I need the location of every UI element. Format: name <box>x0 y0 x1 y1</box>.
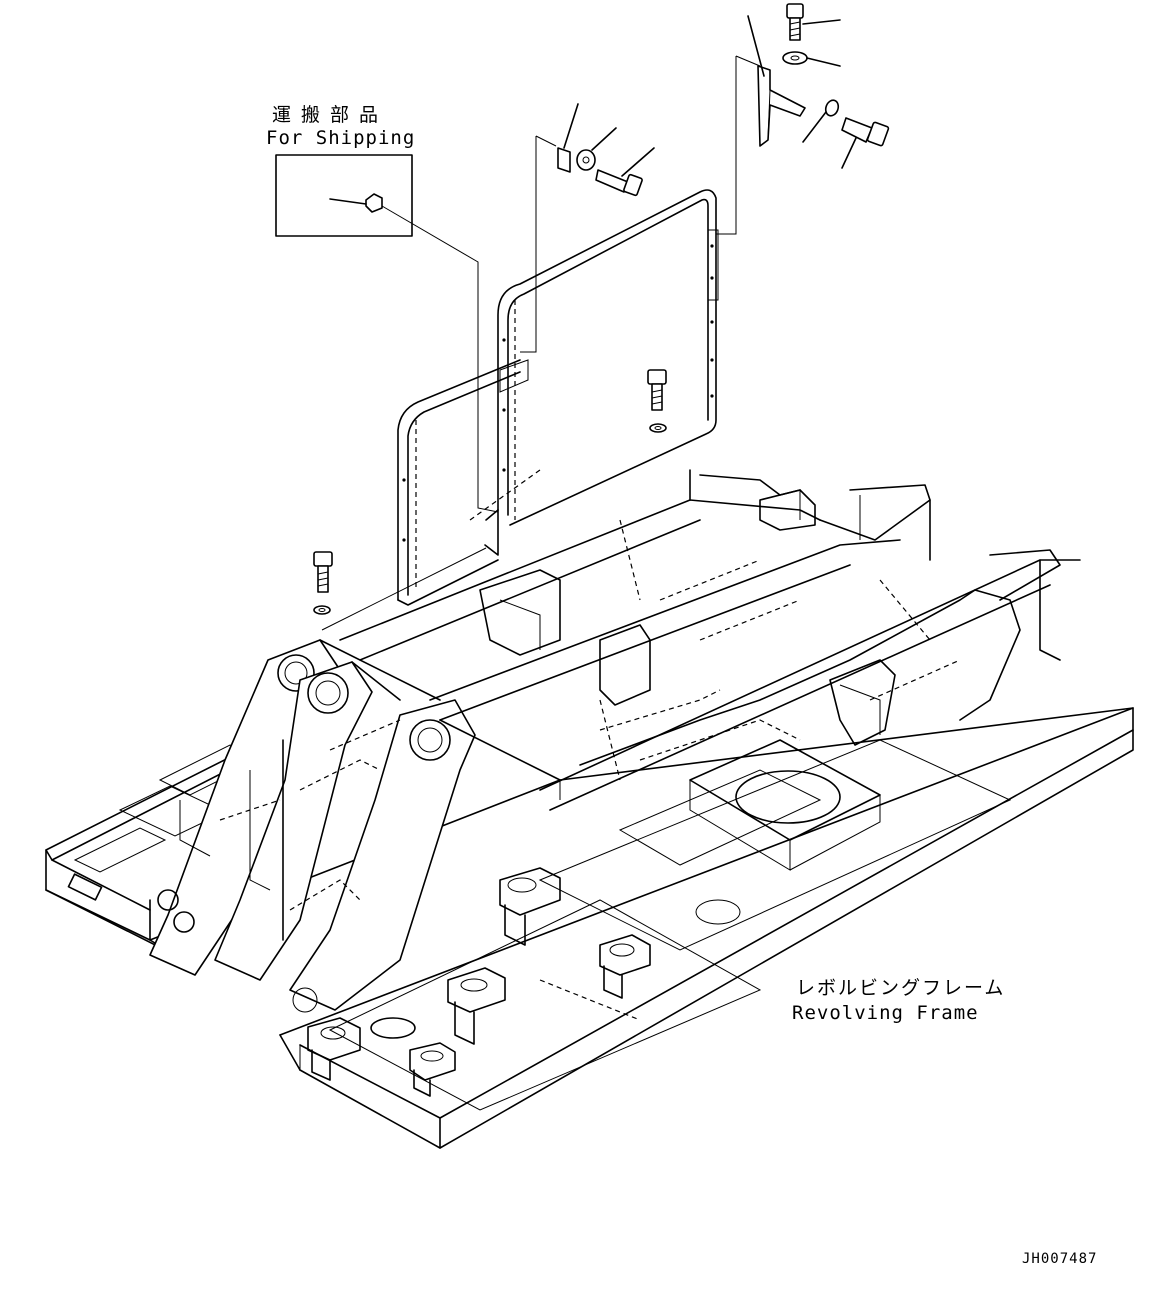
shipping-label-en: For Shipping <box>266 127 416 149</box>
washer-top <box>782 51 841 67</box>
bolt-mid <box>647 369 667 433</box>
washer-center <box>576 127 617 171</box>
revolving-frame <box>45 469 1134 1149</box>
bolt-right <box>841 117 890 169</box>
washer-right <box>802 99 840 143</box>
shipping-label-jp: 運搬部品 <box>272 104 389 126</box>
frame-label-jp: レボルビングフレーム <box>796 977 1006 999</box>
fasteners <box>313 3 890 631</box>
boom-brackets <box>149 639 561 1013</box>
bolt-left <box>313 547 487 631</box>
frame-members <box>339 469 1081 811</box>
hidden-lines <box>219 469 961 1021</box>
bolt-top <box>786 3 841 41</box>
mount-bracket <box>716 15 806 235</box>
engine-mounts <box>307 867 651 1097</box>
drawing-code: JH007487 <box>1022 1251 1098 1267</box>
bolt-center <box>595 147 655 197</box>
nut-center <box>557 103 579 173</box>
frame-label-en: Revolving Frame <box>792 1002 979 1024</box>
handrail-frame <box>397 189 719 606</box>
shipping-box <box>275 154 499 513</box>
